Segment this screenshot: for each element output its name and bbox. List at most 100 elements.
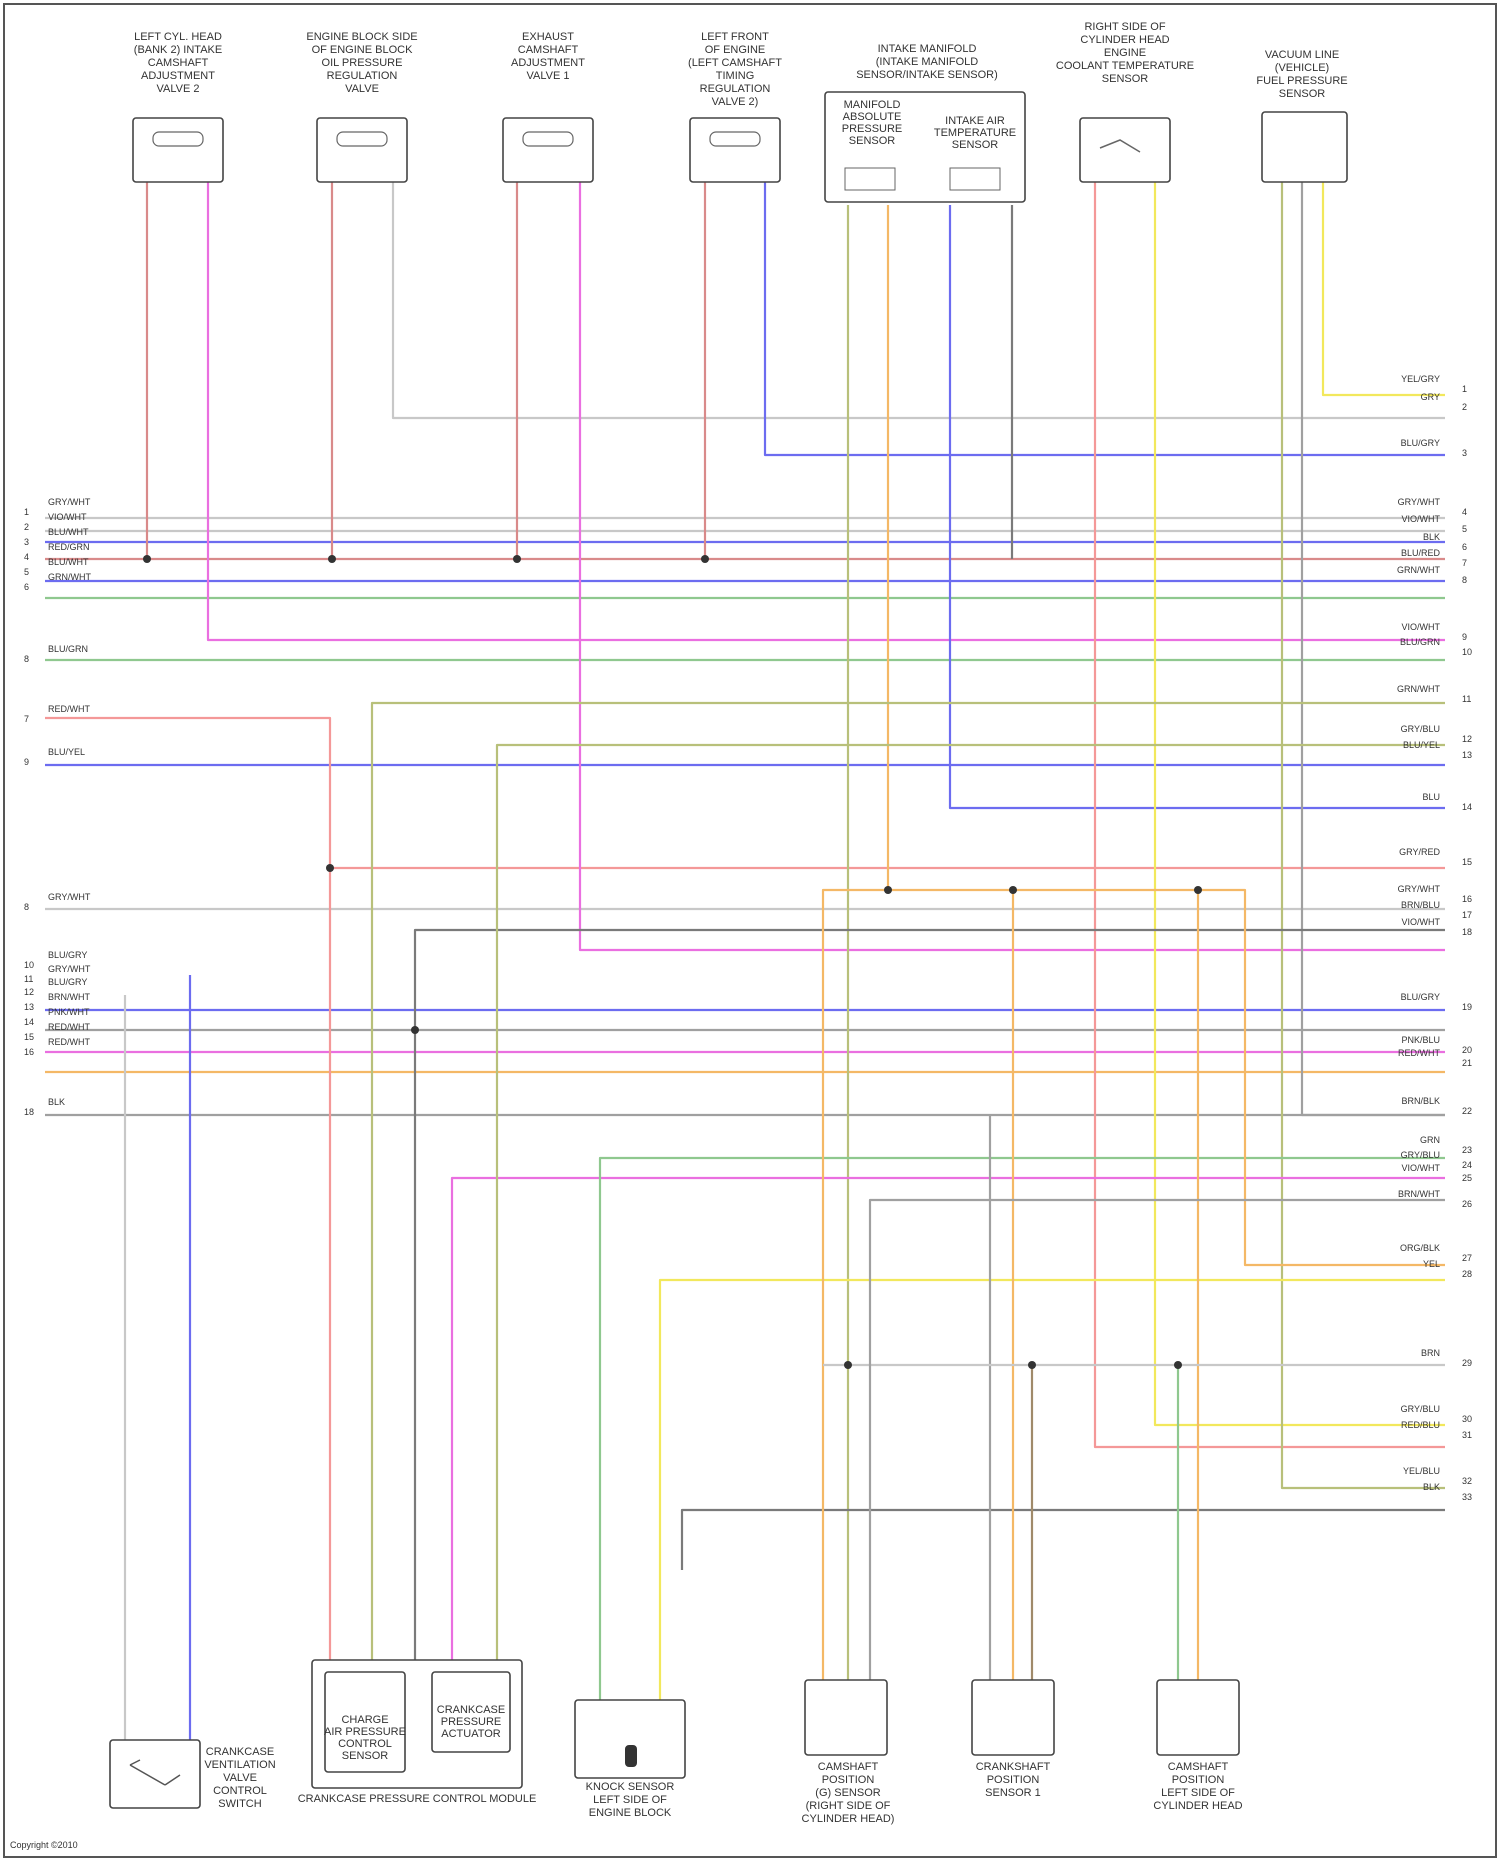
wire-27 <box>1095 182 1445 1447</box>
right-pin-19: 20 <box>1462 1045 1472 1055</box>
left-wire-label-7: RED/WHT <box>48 704 90 714</box>
left-pin-2: 3 <box>24 537 29 547</box>
bottom-comp-b4-line-2: (G) SENSOR <box>815 1787 880 1799</box>
left-pin-0: 1 <box>24 507 29 517</box>
wire-31 <box>1323 180 1445 395</box>
bottom-comp-b4-line-0: CAMSHAFT <box>818 1761 879 1773</box>
left-pin-14: 14 <box>24 1017 34 1027</box>
top-comp-c6-line-3: COOLANT TEMPERATURE <box>1056 60 1194 72</box>
wire-33 <box>372 703 1445 1680</box>
splice-dot-0 <box>143 555 151 563</box>
sub-b2a-line-2: CONTROL <box>338 1738 392 1750</box>
top-comp-c4-line-5: VALVE 2) <box>712 96 759 108</box>
left-pin-17: 18 <box>24 1107 34 1117</box>
sub-b2b-line-2: ACTUATOR <box>441 1728 501 1740</box>
splice-dot-10 <box>1028 1361 1036 1369</box>
sub-b2a-line-0: CHARGE <box>341 1714 388 1726</box>
right-wire-label-3: GRY/WHT <box>1398 497 1441 507</box>
right-wire-label-27: YEL <box>1423 1259 1440 1269</box>
valve-c4 <box>690 118 780 182</box>
left-pin-6: 8 <box>24 654 29 664</box>
bottom-comp-b6-line-2: LEFT SIDE OF <box>1161 1787 1235 1799</box>
bottom-comp-b6-line-1: POSITION <box>1172 1774 1225 1786</box>
wire-25 <box>950 205 1445 808</box>
wire-49 <box>870 1200 1445 1680</box>
bottom-comp-b6-line-0: CAMSHAFT <box>1168 1761 1229 1773</box>
right-pin-5: 6 <box>1462 542 1467 552</box>
right-wire-label-25: BRN/WHT <box>1398 1189 1440 1199</box>
right-pin-23: 24 <box>1462 1160 1472 1170</box>
bottom-comp-b5-line-0: CRANKSHAFT <box>976 1761 1051 1773</box>
right-wire-label-14: GRY/RED <box>1399 847 1440 857</box>
right-wire-label-30: RED/BLU <box>1401 1420 1440 1430</box>
right-wire-label-11: GRY/BLU <box>1401 724 1440 734</box>
map-sensor-element <box>845 168 895 190</box>
left-pin-11: 11 <box>24 974 33 984</box>
right-pin-1: 2 <box>1462 402 1467 412</box>
top-comp-c2-line-2: OIL PRESSURE <box>322 57 403 69</box>
right-pin-26: 27 <box>1462 1253 1472 1263</box>
left-wire-label-10: BLU/GRY <box>48 950 87 960</box>
bottom-comp-b3-line-1: LEFT SIDE OF <box>593 1794 667 1806</box>
left-wire-label-6: BLU/GRN <box>48 644 88 654</box>
sub-b2b-line-0: CRANKCASE <box>437 1704 505 1716</box>
top-comp-c3-line-0: EXHAUST <box>522 31 574 43</box>
right-wire-label-1: GRY <box>1421 392 1440 402</box>
right-pin-31: 32 <box>1462 1476 1472 1486</box>
label-layer: LEFT CYL. HEAD(BANK 2) INTAKECAMSHAFTADJ… <box>24 21 1472 1825</box>
left-pin-16: 16 <box>24 1047 34 1057</box>
valve-c1 <box>133 118 223 182</box>
right-pin-3: 4 <box>1462 507 1467 517</box>
bottom-comp-b1-line-1: VENTILATION <box>204 1759 275 1771</box>
top-comp-c7-line-0: VACUUM LINE <box>1265 49 1339 61</box>
right-wire-label-6: BLU/RED <box>1401 548 1441 558</box>
left-pin-8: 9 <box>24 757 29 767</box>
top-comp-c2-line-0: ENGINE BLOCK SIDE <box>306 31 417 43</box>
right-wire-label-15: GRY/WHT <box>1398 884 1441 894</box>
right-pin-32: 33 <box>1462 1492 1472 1502</box>
right-wire-label-20: RED/WHT <box>1398 1048 1440 1058</box>
bottom-comp-b1-line-4: SWITCH <box>218 1798 261 1810</box>
top-comp-c2-line-3: REGULATION <box>327 70 398 82</box>
sub-c5a-line-3: SENSOR <box>849 135 896 147</box>
bottom-comp-b4-line-3: (RIGHT SIDE OF <box>806 1800 891 1812</box>
crankshaft-position-sensor <box>972 1680 1054 1755</box>
top-comp-c7-line-2: FUEL PRESSURE <box>1256 75 1347 87</box>
right-pin-24: 25 <box>1462 1173 1472 1183</box>
wire-37 <box>600 1158 1445 1700</box>
right-wire-label-21: BRN/BLK <box>1401 1096 1440 1106</box>
splice-dot-5 <box>411 1026 419 1034</box>
right-pin-13: 14 <box>1462 802 1472 812</box>
right-wire-label-32: BLK <box>1423 1482 1440 1492</box>
right-pin-17: 18 <box>1462 927 1472 937</box>
top-comp-c3-line-2: ADJUSTMENT <box>511 57 585 69</box>
left-wire-label-8: BLU/YEL <box>48 747 85 757</box>
right-wire-label-5: BLK <box>1423 532 1440 542</box>
splice-dot-2 <box>513 555 521 563</box>
bottom-comp-b5-line-1: POSITION <box>987 1774 1040 1786</box>
sub-b2a-line-1: AIR PRESSURE <box>324 1726 406 1738</box>
wire-22 <box>765 182 1445 455</box>
right-pin-7: 8 <box>1462 575 1467 585</box>
left-pin-12: 12 <box>24 987 34 997</box>
sub-c5b-line-2: SENSOR <box>952 139 999 151</box>
wire-18 <box>393 182 1445 418</box>
left-wire-label-17: BLK <box>48 1097 65 1107</box>
right-wire-label-23: GRY/BLU <box>1401 1150 1440 1160</box>
bottom-comp-b6-line-3: CYLINDER HEAD <box>1153 1800 1242 1812</box>
sub-b2b-line-1: PRESSURE <box>441 1716 502 1728</box>
right-wire-label-29: GRY/BLU <box>1401 1404 1440 1414</box>
right-wire-label-8: VIO/WHT <box>1402 622 1441 632</box>
top-comp-c7-line-3: SENSOR <box>1279 88 1326 100</box>
left-pin-5: 6 <box>24 582 29 592</box>
right-wire-label-31: YEL/BLU <box>1403 1466 1440 1476</box>
sub-c5b-line-0: INTAKE AIR <box>945 115 1005 127</box>
splice-dot-1 <box>328 555 336 563</box>
right-wire-label-28: BRN <box>1421 1348 1440 1358</box>
right-wire-label-16: BRN/BLU <box>1401 900 1440 910</box>
left-wire-label-14: PNK/WHT <box>48 1007 90 1017</box>
right-wire-label-22: GRN <box>1420 1135 1440 1145</box>
valve-c3 <box>503 118 593 182</box>
right-wire-label-10: GRN/WHT <box>1397 684 1440 694</box>
sub-c5a-line-2: PRESSURE <box>842 123 903 135</box>
